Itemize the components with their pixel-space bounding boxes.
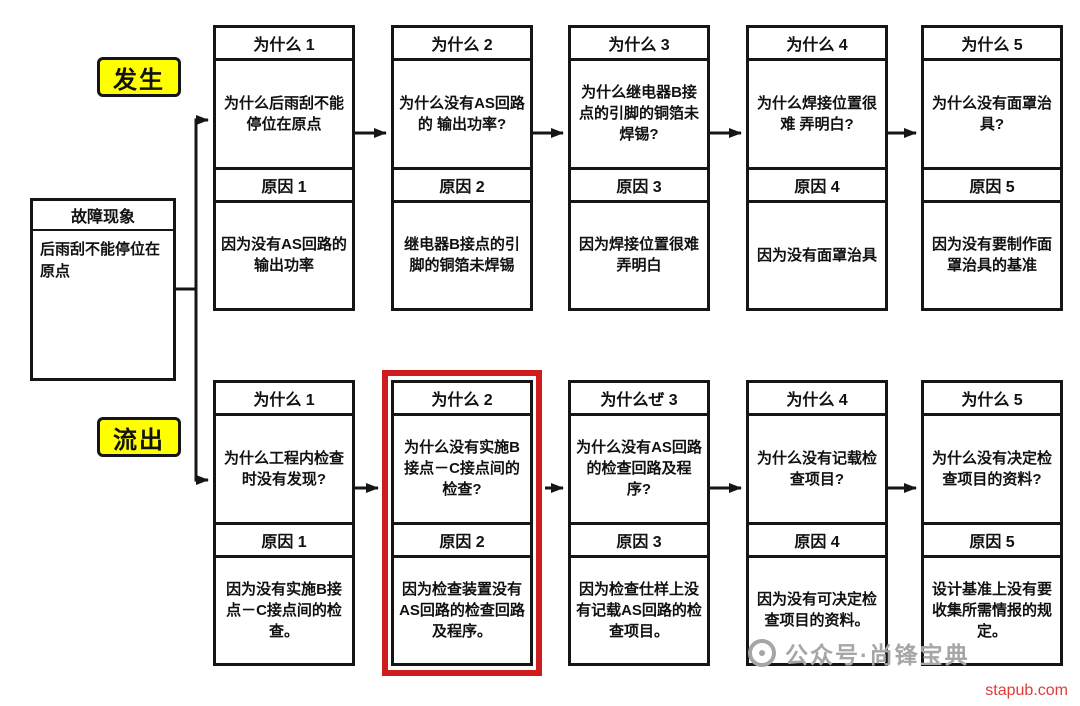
cause-title: 原因 2	[394, 521, 530, 558]
why-title: 为什么 4	[749, 383, 885, 416]
cause-text: 因为检查仕样上没有记载AS回路的检查项目。	[576, 580, 702, 640]
cause-title: 原因 5	[924, 166, 1060, 203]
cause-title: 原因 5	[924, 521, 1060, 558]
watermark: 公众号·尚锋宝典	[748, 636, 970, 670]
why-question: 为什么没有AS回路的 输出功率?	[399, 94, 525, 133]
outflow-tag: 流出	[97, 417, 181, 457]
watermark-logo-icon	[748, 639, 776, 667]
fault-box-title: 故障现象	[33, 201, 173, 231]
why-question: 为什么没有记载检查项目?	[756, 449, 877, 488]
why-box-bottom-5: 为什么 5 为什么没有决定检查项目的资料? 原因 5 设计基准上没有要收集所需情…	[921, 380, 1063, 666]
cause-text: 因为检查装置没有AS回路的检查回路及程序。	[399, 580, 525, 640]
why-box-bottom-3: 为什么ぜ 3 为什么没有AS回路的检查回路及程序? 原因 3 因为检查仕样上没有…	[568, 380, 710, 666]
watermark-text: 公众号·尚锋宝典	[785, 642, 970, 668]
cause-text: 设计基准上没有要收集所需情报的规定。	[931, 580, 1052, 640]
why-title: 为什么ぜ 3	[571, 383, 707, 416]
why-title: 为什么 5	[924, 383, 1060, 416]
why-title: 为什么 2	[394, 383, 530, 416]
why-title: 为什么 4	[749, 28, 885, 61]
cause-title: 原因 1	[216, 166, 352, 203]
why-question: 为什么没有决定检查项目的资料?	[931, 449, 1052, 488]
cause-text: 因为焊接位置很难 弄明白	[578, 236, 699, 275]
cause-text: 因为没有可决定检查项目的资料。	[756, 591, 877, 630]
why-question: 为什么没有实施B接点－C接点间的检查?	[404, 439, 520, 499]
why-box-top-2: 为什么 2 为什么没有AS回路的 输出功率? 原因 2 继电器B接点的引脚的铜箔…	[391, 25, 533, 311]
why-box-top-5: 为什么 5 为什么没有面罩治具? 原因 5 因为没有要制作面罩治具的基准	[921, 25, 1063, 311]
why-title: 为什么 1	[216, 383, 352, 416]
cause-title: 原因 2	[394, 166, 530, 203]
why-question: 为什么焊接位置很难 弄明白?	[756, 94, 877, 133]
why-question: 为什么没有面罩治具?	[931, 94, 1052, 133]
why-title: 为什么 1	[216, 28, 352, 61]
cause-title: 原因 4	[749, 521, 885, 558]
why-title: 为什么 3	[571, 28, 707, 61]
occurrence-tag: 发生	[97, 57, 181, 97]
fault-box-body: 后雨刮不能停位在原点	[40, 241, 161, 280]
why-question: 为什么没有AS回路的检查回路及程序?	[576, 439, 702, 499]
cause-text: 因为没有实施B接点－C接点间的检查。	[226, 580, 342, 640]
cause-text: 因为没有AS回路的 输出功率	[221, 236, 347, 275]
why-title: 为什么 2	[394, 28, 530, 61]
why-question: 为什么后雨刮不能停位在原点	[223, 94, 344, 133]
cause-title: 原因 4	[749, 166, 885, 203]
why-question: 为什么工程内检查时没有发现?	[223, 449, 344, 488]
fault-box: 故障现象 后雨刮不能停位在原点	[30, 198, 176, 381]
why-box-bottom-4: 为什么 4 为什么没有记载检查项目? 原因 4 因为没有可决定检查项目的资料。	[746, 380, 888, 666]
why-box-bottom-2: 为什么 2 为什么没有实施B接点－C接点间的检查? 原因 2 因为检查装置没有A…	[391, 380, 533, 666]
cause-text: 因为没有要制作面罩治具的基准	[931, 236, 1052, 275]
why-box-bottom-1: 为什么 1 为什么工程内检查时没有发现? 原因 1 因为没有实施B接点－C接点间…	[213, 380, 355, 666]
cause-title: 原因 3	[571, 166, 707, 203]
why-box-top-3: 为什么 3 为什么继电器B接点的引脚的铜箔未焊锡? 原因 3 因为焊接位置很难 …	[568, 25, 710, 311]
cause-title: 原因 3	[571, 521, 707, 558]
why-box-top-4: 为什么 4 为什么焊接位置很难 弄明白? 原因 4 因为没有面罩治具	[746, 25, 888, 311]
why-title: 为什么 5	[924, 28, 1060, 61]
watermark-site: stapub.com	[985, 682, 1068, 699]
cause-text: 因为没有面罩治具	[756, 246, 877, 264]
why-box-top-1: 为什么 1 为什么后雨刮不能停位在原点 原因 1 因为没有AS回路的 输出功率	[213, 25, 355, 311]
cause-title: 原因 1	[216, 521, 352, 558]
cause-text: 继电器B接点的引脚的铜箔未焊锡	[404, 236, 520, 275]
why-question: 为什么继电器B接点的引脚的铜箔未焊锡?	[578, 84, 699, 144]
